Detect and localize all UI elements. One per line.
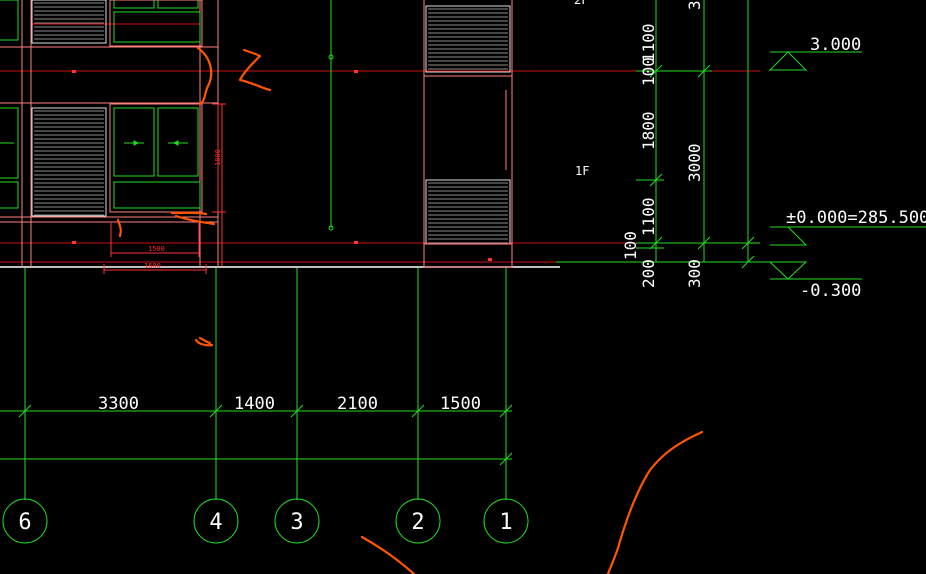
downpipe [328, 0, 334, 231]
window-swing-marks [0, 140, 188, 146]
hdim-3300: 3300 [98, 394, 139, 414]
window-height-dimension [212, 103, 226, 266]
vdim-top-clipped: 3 [685, 0, 704, 10]
hdim-1400: 1400 [234, 394, 275, 414]
axis-bubbles [2, 498, 529, 544]
axis-label-4: 4 [209, 510, 222, 535]
elevation-marker-top [768, 51, 862, 71]
hdim-2100: 2100 [337, 394, 378, 414]
hand-markup [116, 46, 704, 574]
level-lines [0, 23, 760, 263]
floor-label: 1F [575, 164, 589, 178]
window-width-outer-label: 1600 [144, 262, 161, 270]
window-width-dimensions [103, 222, 207, 274]
vdim-1100-top: 1100 [639, 23, 658, 62]
axis-label-2: 2 [411, 510, 424, 535]
axis-label-6: 6 [18, 510, 31, 535]
axis-grid-lines [0, 268, 513, 500]
window-width-inner-label: 1500 [148, 245, 165, 253]
vdim-1100-bottom: 1100 [639, 197, 658, 236]
vertical-dimension-lines [556, 0, 770, 269]
vdim-1800: 1800 [639, 111, 658, 150]
vdim-100-top: 100 [639, 57, 658, 86]
window-height-label: 1800 [214, 149, 222, 166]
level-markers [72, 70, 492, 261]
elevation-marker-bottom [768, 261, 862, 280]
vdim-200: 200 [639, 259, 658, 288]
right-facade [423, 0, 513, 268]
elevation-bottom-label: -0.300 [800, 281, 861, 301]
left-facade [0, 0, 219, 267]
elevation-top-label: 3.000 [810, 35, 861, 55]
axis-label-3: 3 [290, 510, 303, 535]
elevation-ground-label: ±0.000=285.500 [786, 208, 926, 228]
axis-label-1: 1 [499, 510, 512, 535]
louvre-slats [34, 2, 508, 244]
vdim-300: 300 [685, 259, 704, 288]
hdim-1500: 1500 [440, 394, 481, 414]
vdim-100-bottom: 100 [621, 231, 640, 260]
elevation-marker-ground [770, 226, 926, 246]
floor-label-clipped: 2F [574, 0, 588, 7]
vdim-3000: 3000 [685, 143, 704, 182]
